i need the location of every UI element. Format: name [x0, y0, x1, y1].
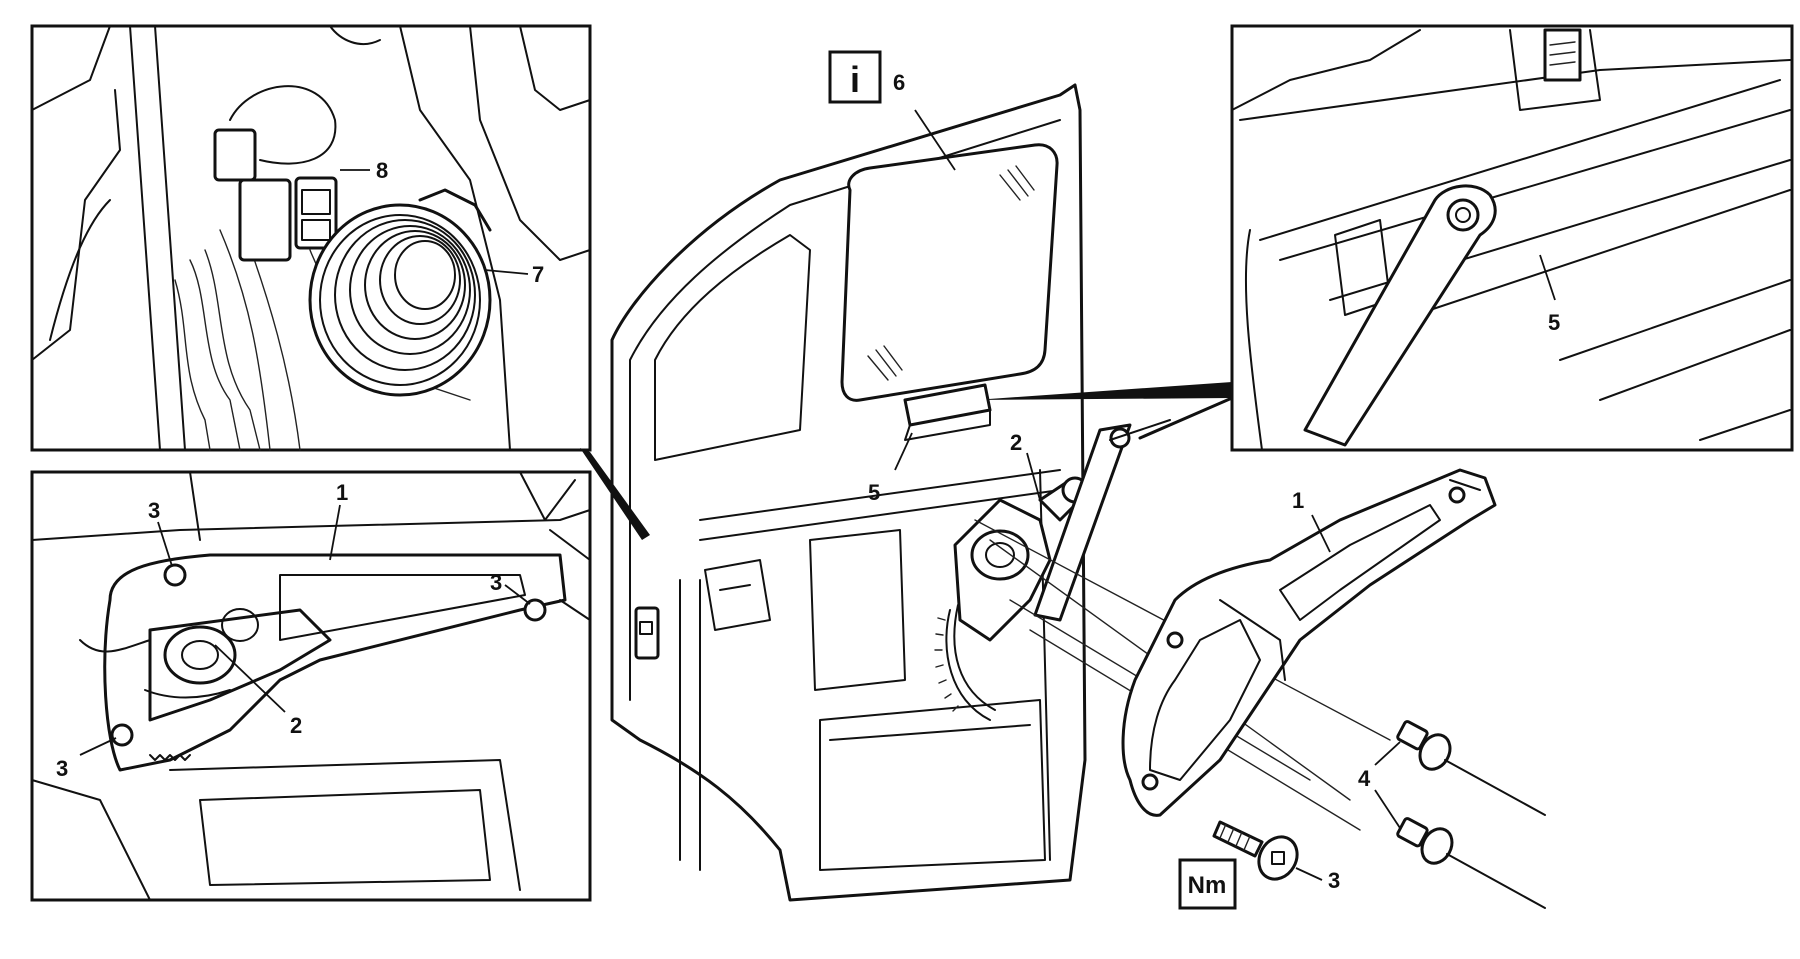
bolt-3-exploded	[1212, 820, 1299, 881]
window-glass-6	[840, 143, 1059, 402]
leader-3-bottom	[79, 737, 117, 756]
detail-pointer-right	[975, 382, 1232, 400]
leader-1-right	[1311, 514, 1331, 553]
harness-connector-upper	[213, 128, 257, 182]
bolt-3-right	[523, 598, 547, 622]
regulator-motor-center	[934, 476, 1089, 721]
bolt-3-bottom	[110, 723, 134, 747]
leader-5-center	[894, 432, 913, 471]
leader-2	[214, 644, 286, 713]
callout-3-right-part: 3	[1328, 868, 1340, 893]
callout-2: 2	[290, 713, 302, 738]
callout-3-bottom: 3	[56, 756, 68, 781]
bolt-3-top	[163, 563, 187, 587]
info-symbol: i	[828, 50, 882, 104]
leader-6	[914, 109, 956, 171]
callout-1-right: 1	[1292, 488, 1304, 513]
door-assembly: 6 5 2	[610, 70, 1391, 902]
detail-panel-glass-bracket: 5	[1230, 24, 1794, 452]
harness-connector	[238, 178, 292, 262]
rubber-boot-7	[308, 188, 492, 397]
regulator-arm-bracket-5	[1303, 184, 1497, 447]
rivet-4-lower	[1396, 817, 1546, 909]
leader-3-right	[504, 584, 531, 605]
callout-1: 1	[336, 480, 348, 505]
callout-5-center: 5	[868, 480, 880, 505]
callout-4: 4	[1358, 766, 1371, 791]
detail-pointer-right-2	[1138, 396, 1234, 440]
glass-bracket-5	[903, 383, 992, 441]
rivet-4-upper	[1396, 720, 1546, 816]
regulator-frame-exploded-1: 1	[1121, 468, 1497, 817]
detail-pointer-left	[580, 448, 650, 540]
callout-3-top: 3	[148, 498, 160, 523]
callout-5-right: 5	[1548, 310, 1560, 335]
callout-8: 8	[376, 158, 388, 183]
leader-7	[484, 269, 529, 275]
electrical-connector-8	[294, 176, 338, 250]
window-regulator-frame-1	[79, 553, 567, 772]
leader-2-center	[1026, 452, 1041, 501]
leader-1	[329, 504, 341, 561]
leader-3-top	[157, 521, 173, 567]
detail-panel-regulator-installed: 1 3 3 3 2	[30, 470, 592, 902]
leader-5-right	[1539, 254, 1556, 301]
regulator-motor-2	[163, 608, 259, 685]
callout-7: 7	[532, 262, 544, 287]
torque-nm-icon: Nm	[1188, 872, 1227, 899]
sector-gear	[149, 754, 191, 761]
info-icon: i	[850, 59, 860, 100]
regulator-arm	[1033, 423, 1132, 622]
callout-3-right: 3	[490, 570, 502, 595]
callout-6: 6	[893, 70, 905, 95]
torque-symbol: Nm	[1178, 858, 1237, 910]
callout-2-center: 2	[1010, 430, 1022, 455]
detail-panel-wiring: 8 7	[30, 24, 592, 452]
